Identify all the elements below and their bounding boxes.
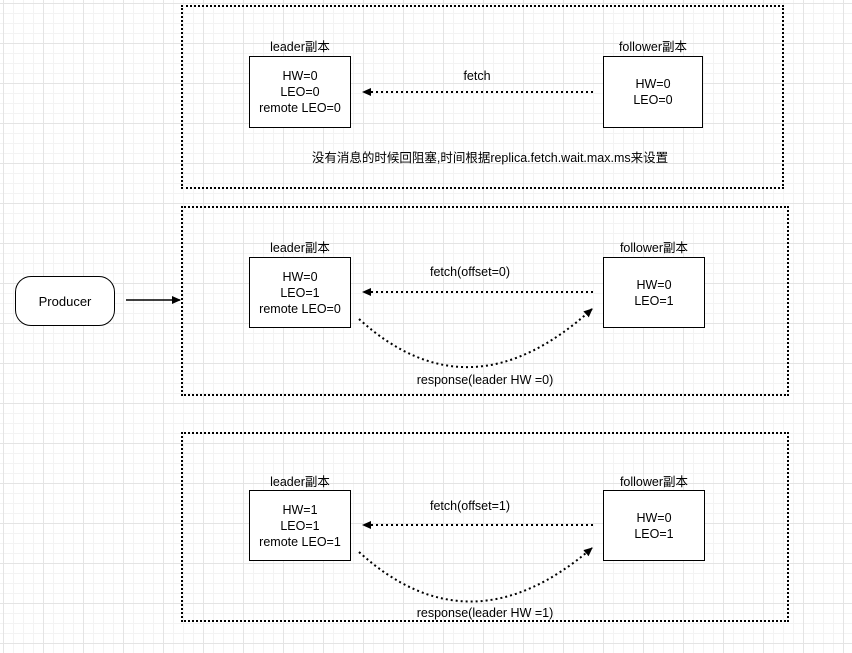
producer-label: Producer — [38, 293, 92, 309]
fetch-label: fetch — [463, 69, 491, 83]
response-arrow — [358, 547, 593, 603]
leader-remote-leo: remote LEO=1 — [259, 534, 341, 549]
leader-hw: HW=0 — [282, 269, 318, 284]
producer-node: Producer — [15, 276, 115, 326]
follower-leo: LEO=0 — [633, 93, 673, 107]
panel-second-fetch — [181, 432, 789, 622]
fetch-label: fetch(offset=0) — [429, 265, 511, 279]
follower-leo: LEO=1 — [634, 293, 674, 308]
follower-title: follower副本 — [619, 475, 689, 489]
leader-title: leader副本 — [270, 475, 330, 489]
panel-idle-fetch — [181, 5, 784, 189]
response-label: response(leader HW =1) — [416, 606, 554, 620]
follower-hw: HW=0 — [635, 77, 671, 91]
follower-title: follower副本 — [619, 241, 689, 255]
response-arrow — [358, 308, 593, 369]
leader-title: leader副本 — [270, 241, 330, 255]
leader-remote-leo: remote LEO=0 — [259, 101, 341, 115]
leader-replica-box: HW=0 LEO=0 remote LEO=0 — [249, 56, 351, 128]
follower-leo: LEO=1 — [634, 526, 674, 541]
follower-title: follower副本 — [618, 40, 688, 54]
leader-replica-box: HW=0 LEO=1 remote LEO=0 — [249, 257, 351, 328]
leader-hw: HW=1 — [282, 502, 318, 517]
follower-hw: HW=0 — [636, 510, 672, 525]
leader-hw: HW=0 — [282, 69, 318, 83]
fetch-label: fetch(offset=1) — [429, 499, 511, 513]
leader-replica-box: HW=1 LEO=1 remote LEO=1 — [249, 490, 351, 561]
follower-replica-box: HW=0 LEO=1 — [603, 257, 705, 328]
blocking-note: 没有消息的时候回阻塞,时间根据replica.fetch.wait.max.ms… — [311, 151, 669, 165]
follower-replica-box: HW=0 LEO=0 — [603, 56, 703, 128]
leader-leo: LEO=1 — [280, 518, 320, 533]
leader-leo: LEO=0 — [280, 85, 320, 99]
leader-title: leader副本 — [270, 40, 330, 54]
panel-first-fetch — [181, 206, 789, 396]
follower-replica-box: HW=0 LEO=1 — [603, 490, 705, 561]
response-label: response(leader HW =0) — [416, 373, 554, 387]
leader-leo: LEO=1 — [280, 285, 320, 300]
follower-hw: HW=0 — [636, 277, 672, 292]
leader-remote-leo: remote LEO=0 — [259, 301, 341, 316]
